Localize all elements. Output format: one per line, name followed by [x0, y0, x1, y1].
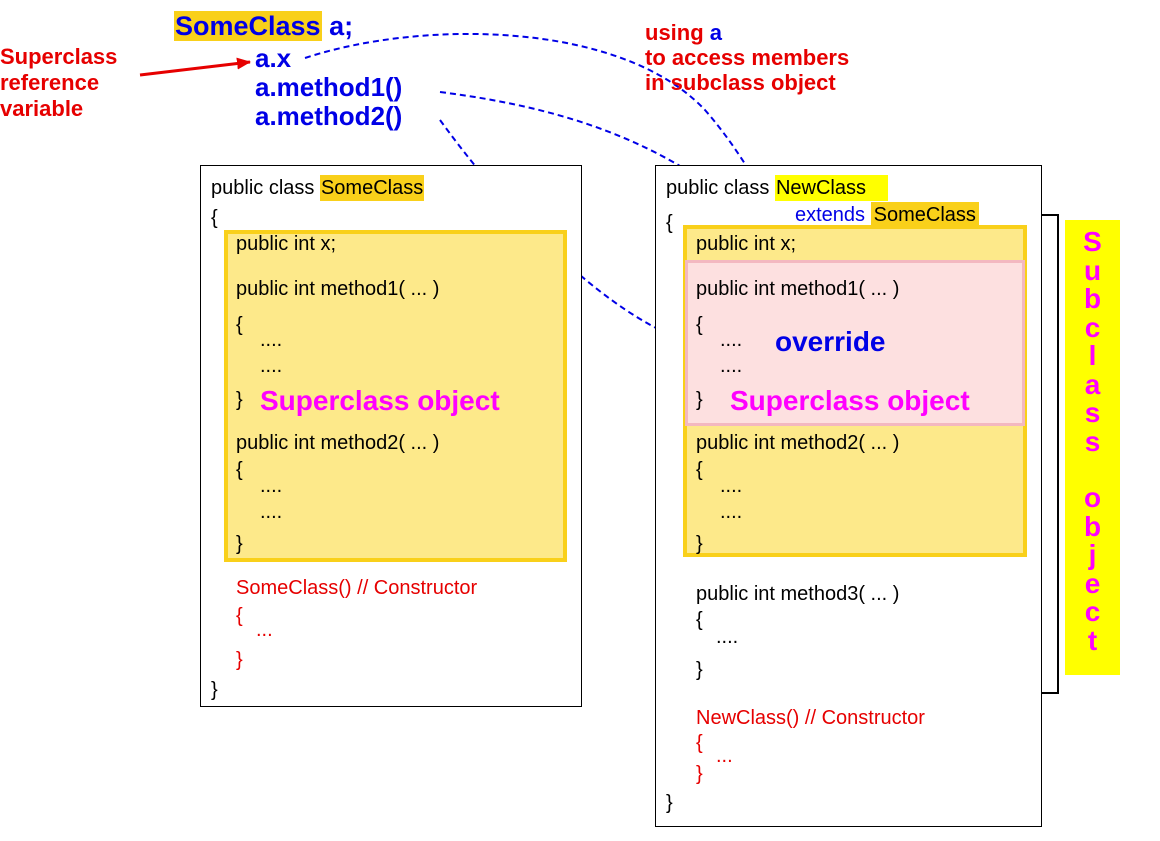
- access-method2: a.method2(): [255, 101, 403, 131]
- letter: j: [1088, 539, 1097, 570]
- using-var: a: [709, 20, 723, 45]
- right-m1-close: }: [696, 389, 703, 411]
- override-region: [685, 260, 1025, 426]
- letter: l: [1088, 340, 1097, 371]
- right-m3-open: {: [696, 609, 703, 631]
- right-constructor: NewClass() // Constructor: [696, 707, 925, 729]
- left-open-brace: {: [211, 207, 218, 229]
- left-m1-dots2: ....: [260, 355, 283, 377]
- letter: s: [1084, 425, 1101, 457]
- letter: c: [1084, 311, 1101, 343]
- right-header-prefix: public class: [666, 177, 770, 199]
- using-line-2: to access members: [645, 45, 850, 70]
- left-m2-dots1: ....: [260, 475, 283, 497]
- left-close-brace: }: [211, 679, 218, 701]
- left-header: public class SomeClass: [211, 175, 425, 201]
- arrow-superclass-ref: [139, 57, 251, 77]
- right-header-name: NewClass: [774, 175, 888, 201]
- right-m1-dots1: ....: [720, 329, 743, 351]
- declaration-var: a;: [329, 11, 354, 41]
- letter: b: [1083, 510, 1102, 542]
- access-ax: a.x: [255, 43, 292, 73]
- letter: u: [1083, 254, 1102, 286]
- right-extends: extends SomeClass: [795, 202, 979, 228]
- left-constructor: SomeClass() // Constructor: [236, 577, 478, 599]
- left-m2-open: {: [236, 459, 243, 481]
- left-object-label: Superclass object: [260, 385, 500, 416]
- left-field: public int x;: [236, 233, 337, 255]
- label-line-2: reference: [0, 70, 100, 95]
- right-m1-open: {: [696, 314, 703, 336]
- right-ctor-open: {: [696, 732, 703, 754]
- letter: b: [1083, 283, 1102, 314]
- superclass-ref-label: Superclass reference variable: [0, 44, 117, 122]
- right-method2: public int method2( ... ): [696, 432, 900, 454]
- declaration-class: SomeClass: [174, 11, 322, 41]
- right-m2-dots2: ....: [720, 501, 743, 523]
- left-m2-close: }: [236, 533, 243, 555]
- left-superclass-object: [224, 230, 567, 562]
- right-object-label: Superclass object: [730, 385, 970, 416]
- using-word: using: [645, 20, 704, 45]
- right-method1: public int method1( ... ): [696, 278, 900, 300]
- left-m1-close: }: [236, 389, 243, 411]
- left-m1-open: {: [236, 314, 243, 336]
- using-line-3: in subclass object: [645, 70, 836, 95]
- right-method3: public int method3( ... ): [696, 583, 900, 605]
- left-method2: public int method2( ... ): [236, 432, 440, 454]
- right-field: public int x;: [696, 233, 797, 255]
- right-m2-dots1: ....: [720, 475, 743, 497]
- right-m1-dots2: ....: [720, 355, 743, 377]
- declaration: SomeClass a;: [174, 11, 353, 41]
- left-method1: public int method1( ... ): [236, 278, 440, 300]
- access-method1: a.method1(): [255, 72, 403, 102]
- left-m1-dots1: ....: [260, 329, 283, 351]
- left-m2-dots2: ....: [260, 501, 283, 523]
- left-header-name: SomeClass: [319, 175, 425, 201]
- letter: s: [1084, 397, 1101, 428]
- override-label: override: [775, 326, 886, 357]
- right-open-brace: {: [666, 212, 673, 234]
- letter: t: [1087, 624, 1098, 656]
- right-header: public class NewClass: [666, 175, 888, 201]
- letter: S: [1083, 226, 1102, 257]
- subclass-letters: S u b c l a s s o b j e c t: [1065, 226, 1120, 656]
- right-m2-close: }: [696, 533, 703, 555]
- right-ctor-close: }: [696, 763, 703, 785]
- extends-keyword: extends: [795, 204, 866, 226]
- right-m2-open: {: [696, 459, 703, 481]
- right-m3-dots: ....: [716, 626, 739, 648]
- using-label: using a to access members in subclass ob…: [645, 20, 849, 95]
- left-ctor-close: }: [236, 649, 243, 671]
- left-ctor-dots: ...: [256, 619, 273, 641]
- left-header-prefix: public class: [211, 177, 315, 199]
- label-line-1: Superclass: [0, 44, 118, 69]
- subclass-object-label: S u b c l a s s o b j e c t: [1065, 220, 1120, 675]
- letter: a: [1084, 368, 1101, 400]
- right-close-brace: }: [666, 792, 673, 814]
- label-line-3: variable: [0, 96, 84, 121]
- right-ctor-dots: ...: [716, 745, 733, 767]
- right-m3-close: }: [696, 659, 703, 681]
- letter: c: [1084, 596, 1101, 627]
- letter: o: [1083, 482, 1102, 513]
- extends-classname: SomeClass: [870, 202, 979, 228]
- left-ctor-open: {: [236, 605, 243, 627]
- letter: e: [1084, 567, 1101, 599]
